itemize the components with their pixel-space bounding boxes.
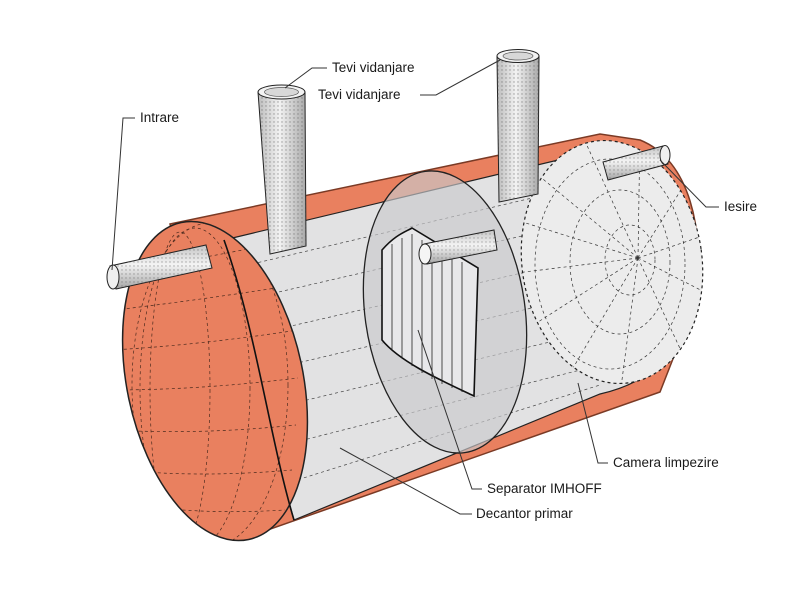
label-camera-limpezire: Camera limpezire (613, 455, 719, 470)
inlet-pipe (106, 244, 213, 290)
label-tevi-vidanjare-1: Tevi vidanjare (332, 60, 415, 75)
leader-iesire (659, 159, 719, 208)
leader-lines (111, 59, 719, 515)
label-decantor-primar: Decantor primar (476, 506, 573, 521)
vent-pipe-left (257, 84, 307, 255)
leader-intrare (111, 117, 135, 271)
imhoff-separator-plate (381, 227, 479, 398)
leader-separator (417, 329, 482, 490)
outlet-pipe (602, 145, 671, 181)
labels: Intrare Tevi vidanjare Tevi vidanjare Ie… (140, 60, 757, 521)
leader-decantor (339, 447, 472, 515)
leader-tevi-1 (284, 67, 327, 89)
label-tevi-vidanjare-2: Tevi vidanjare (318, 87, 401, 102)
internal-transfer-pipe (418, 229, 498, 265)
label-intrare: Intrare (140, 110, 179, 125)
leader-camera (577, 382, 608, 464)
label-separator-imhoff: Separator IMHOFF (487, 481, 602, 496)
leader-tevi-2 (420, 59, 501, 96)
vent-pipe-right (496, 49, 540, 203)
label-iesire: Iesire (724, 199, 757, 214)
